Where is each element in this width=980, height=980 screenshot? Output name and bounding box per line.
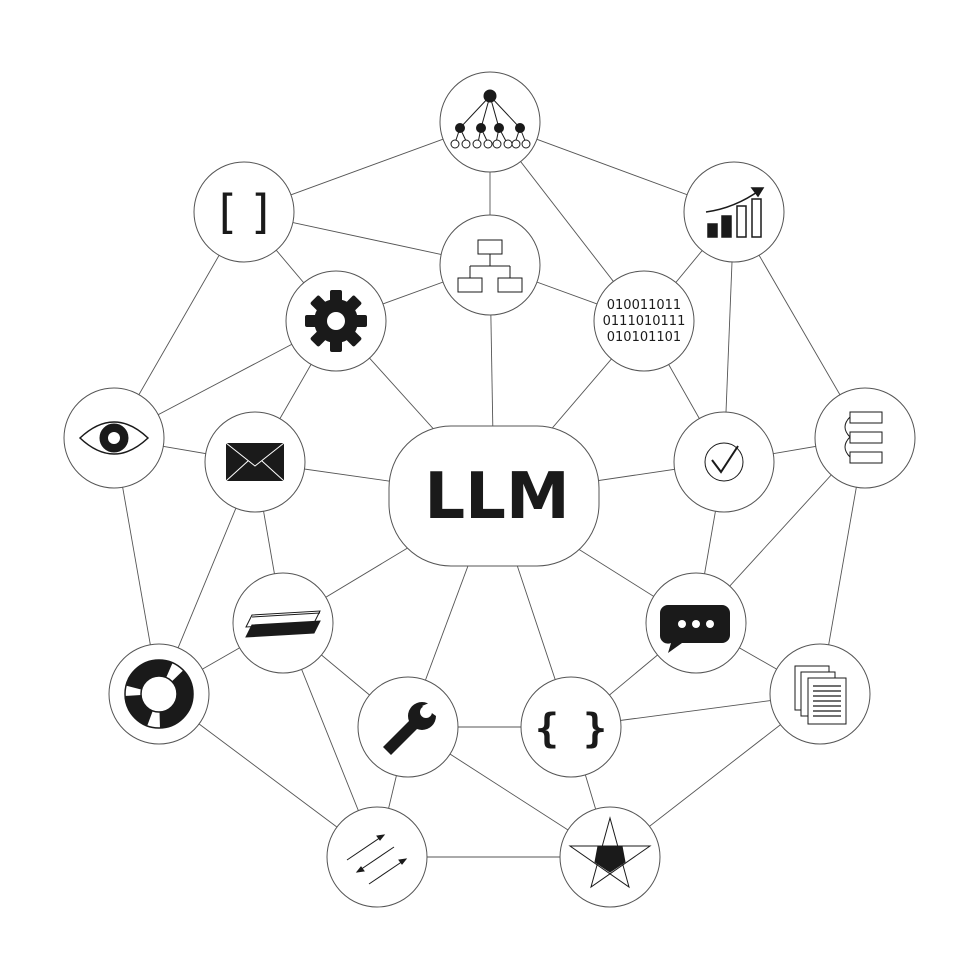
wrench-icon <box>383 700 436 755</box>
llm-label: LLM <box>424 460 569 534</box>
svg-text:010011011: 010011011 <box>607 298 681 313</box>
eye-icon <box>78 421 150 455</box>
curly-braces-icon: { } <box>535 706 607 752</box>
transfer-arrows-icon <box>346 834 408 885</box>
binary-code-icon: 010011011 0111010111 010101101 <box>603 298 686 345</box>
node-arrows <box>326 806 428 908</box>
layers-icon <box>245 610 321 638</box>
node-chart <box>683 161 785 263</box>
flowchart-icon <box>457 239 523 293</box>
node-brackets <box>193 161 295 263</box>
chat-bubble-icon <box>659 605 730 653</box>
star-icon <box>568 816 652 889</box>
node-binary <box>593 270 695 372</box>
svg-text:0111010111: 0111010111 <box>603 314 686 329</box>
icons: [ ] 010011011 0111010111 010101101 <box>78 89 883 889</box>
node-llm <box>388 425 600 567</box>
check-icon <box>704 442 744 482</box>
growth-chart-icon <box>705 187 765 238</box>
square-brackets-icon: [ ] <box>219 185 270 239</box>
svg-text:010101101: 010101101 <box>607 330 681 345</box>
gear-icon <box>305 290 367 352</box>
steps-icon <box>844 411 883 464</box>
mail-icon <box>225 442 285 482</box>
node-braces <box>520 676 622 778</box>
documents-icon <box>794 665 847 725</box>
node-check <box>673 411 775 513</box>
hierarchy-tree-icon <box>450 89 531 149</box>
node-hierarchy <box>439 71 541 173</box>
donut-chart-icon <box>124 659 194 729</box>
